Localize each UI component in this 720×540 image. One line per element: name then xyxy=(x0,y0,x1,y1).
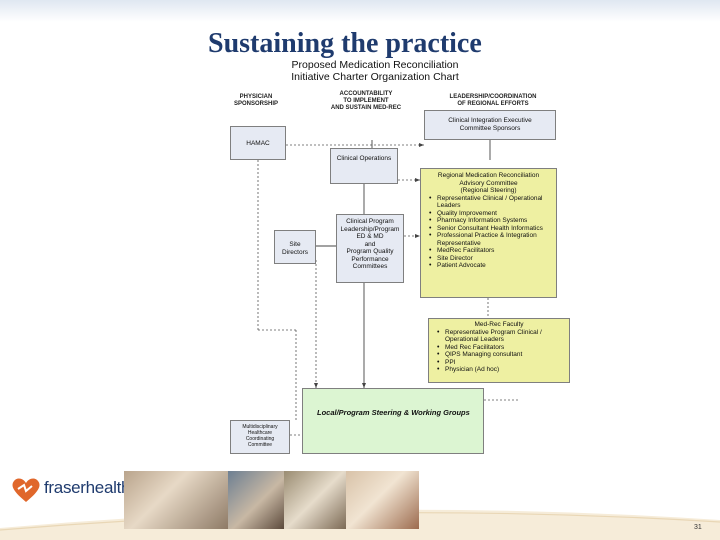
list-item: Physician (Ad hoc) xyxy=(437,366,565,374)
site-directors-box: Site Directors xyxy=(274,230,316,264)
top-gradient-band xyxy=(0,0,720,22)
page-number: 31 xyxy=(694,524,702,531)
med-rec-faculty-box: Med-Rec Faculty Representative Program C… xyxy=(428,318,570,383)
photo-couple xyxy=(284,471,346,529)
list-item: Senior Consultant Health Informatics xyxy=(429,225,552,233)
list-item: Professional Practice & Integration Repr… xyxy=(429,232,552,247)
list-item: Quality Improvement xyxy=(429,210,552,218)
photo-seniors xyxy=(124,471,228,529)
regional-advisory-committee-box: Regional Medication Reconciliation Advis… xyxy=(420,168,557,298)
list-item: Med Rec Facilitators xyxy=(437,344,565,352)
org-chart-title: Proposed Medication Reconciliation Initi… xyxy=(230,59,520,83)
faculty-title: Med-Rec Faculty xyxy=(474,321,524,328)
org-chart-title-line2: Initiative Charter Organization Chart xyxy=(291,71,459,83)
fraser-health-logo-icon xyxy=(12,478,40,502)
photo-family xyxy=(228,471,284,529)
column-header-accountability: ACCOUNTABILITY TO IMPLEMENT AND SUSTAIN … xyxy=(330,91,402,111)
list-item: QIPS Managing consultant xyxy=(437,351,565,359)
org-chart-title-line1: Proposed Medication Reconciliation xyxy=(291,59,459,71)
column-header-physician: PHYSICIAN SPONSORSHIP xyxy=(233,94,278,107)
slide-title: Sustaining the practice xyxy=(208,28,482,59)
regional-committee-members: Representative Clinical / Operational Le… xyxy=(425,195,552,270)
hamac-box: HAMAC xyxy=(230,126,286,160)
clinical-operations-box: Clinical Operations xyxy=(330,148,398,184)
local-program-steering-box: Local/Program Steering & Working Groups xyxy=(302,388,484,454)
column-header-leadership: LEADERSHIP/COORDINATION OF REGIONAL EFFO… xyxy=(449,94,537,107)
list-item: Representative Program Clinical / Operat… xyxy=(437,329,565,344)
list-item: Representative Clinical / Operational Le… xyxy=(429,195,552,210)
faculty-members: Representative Program Clinical / Operat… xyxy=(433,329,565,374)
list-item: MedRec Facilitators xyxy=(429,247,552,255)
executive-sponsors-box: Clinical Integration Executive Committee… xyxy=(424,110,556,140)
list-item: Patient Advocate xyxy=(429,262,552,270)
multidisciplinary-committee-box: Multidisciplinary Healthcare Coordinatin… xyxy=(230,420,290,454)
regional-committee-title: Regional Medication Reconciliation Advis… xyxy=(437,172,540,194)
list-item: PPI xyxy=(437,359,565,367)
clinical-program-leadership-box: Clinical Program Leadership/Program ED &… xyxy=(336,214,404,283)
list-item: Pharmacy Information Systems xyxy=(429,217,552,225)
photo-mother-child xyxy=(346,471,419,529)
list-item: Site Director xyxy=(429,255,552,263)
brand-logo-text: fraserhealth xyxy=(44,478,131,497)
